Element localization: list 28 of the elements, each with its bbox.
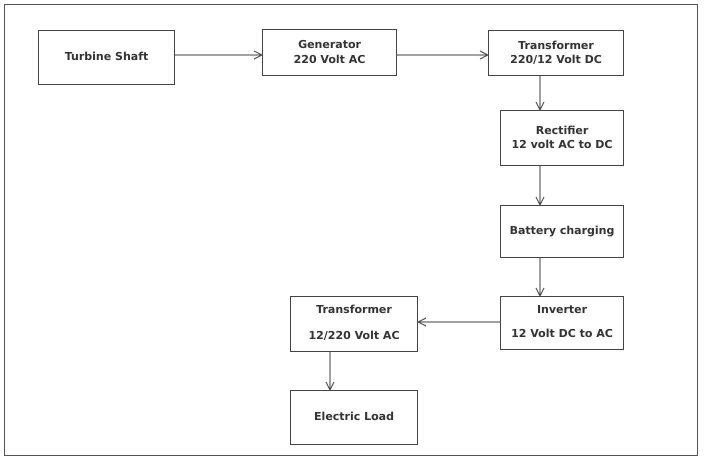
arrow [396, 50, 488, 60]
box-title: Generator [298, 38, 361, 52]
box-detail: 12/220 Volt AC [308, 328, 400, 343]
process-box [262, 29, 397, 76]
box-detail: 220/12 Volt DC [510, 53, 602, 68]
arrow [418, 318, 500, 326]
box-title: Inverter [536, 303, 588, 318]
arrow [326, 352, 334, 390]
box-title: Transformer [316, 303, 392, 318]
box-detail: 220 Volt AC [294, 52, 366, 67]
box-detail: 12 Volt DC to AC [511, 326, 613, 341]
arrow [536, 258, 544, 296]
box-title: Rectifier [536, 124, 588, 138]
process-box [38, 30, 175, 85]
arrow [536, 166, 544, 206]
box-title: Electric Load [314, 410, 394, 425]
process-box [290, 390, 418, 445]
box-title: Battery charging [510, 224, 614, 239]
process-box [290, 296, 418, 352]
box-title: Transformer [518, 38, 594, 53]
arrow [536, 76, 544, 110]
arrow [174, 50, 262, 60]
process-box [488, 30, 624, 76]
process-box [500, 110, 624, 166]
process-box [500, 296, 624, 350]
box-detail: 12 volt AC to DC [512, 138, 612, 152]
box-title: Turbine Shaft [64, 50, 148, 65]
process-box [500, 205, 624, 258]
